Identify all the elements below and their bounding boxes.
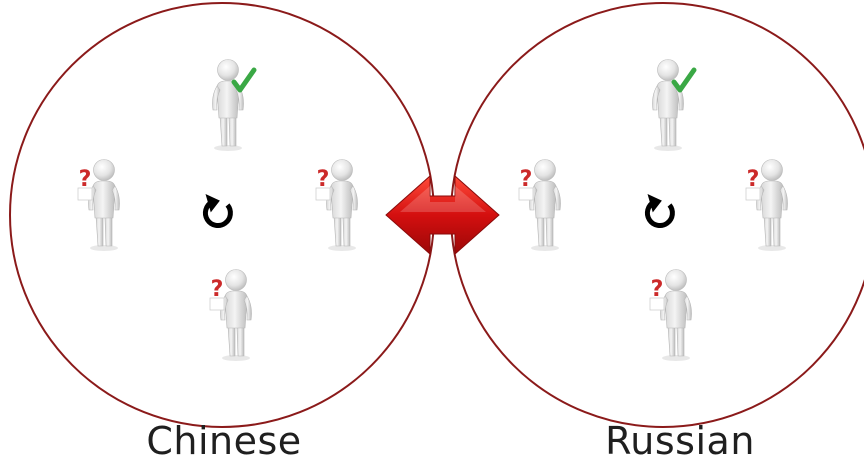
rotate-arrow-icon — [205, 192, 230, 226]
group-circle — [451, 3, 864, 427]
double-headed-arrow-icon — [386, 176, 499, 254]
person-uncertain-icon: ? — [650, 270, 692, 362]
svg-text:?: ? — [651, 277, 664, 302]
person-uncertain-icon: ? — [746, 160, 788, 252]
group-russian: ? ? ? — [451, 3, 864, 427]
person-confirmed-icon — [653, 60, 695, 152]
svg-text:?: ? — [520, 167, 533, 192]
person-uncertain-icon: ? — [519, 160, 561, 252]
group-chinese: ? ? ? — [10, 3, 434, 427]
svg-text:?: ? — [747, 167, 760, 192]
person-uncertain-icon: ? — [316, 160, 358, 252]
svg-text:?: ? — [79, 167, 92, 192]
person-confirmed-icon — [213, 60, 255, 152]
caption-chinese: Chinese — [104, 418, 344, 464]
svg-text:?: ? — [211, 277, 224, 302]
caption-russian: Russian — [560, 418, 800, 464]
person-uncertain-icon: ? — [78, 160, 120, 252]
rotate-arrow-icon — [647, 192, 672, 226]
svg-text:?: ? — [317, 167, 330, 192]
person-uncertain-icon: ? — [210, 270, 252, 362]
